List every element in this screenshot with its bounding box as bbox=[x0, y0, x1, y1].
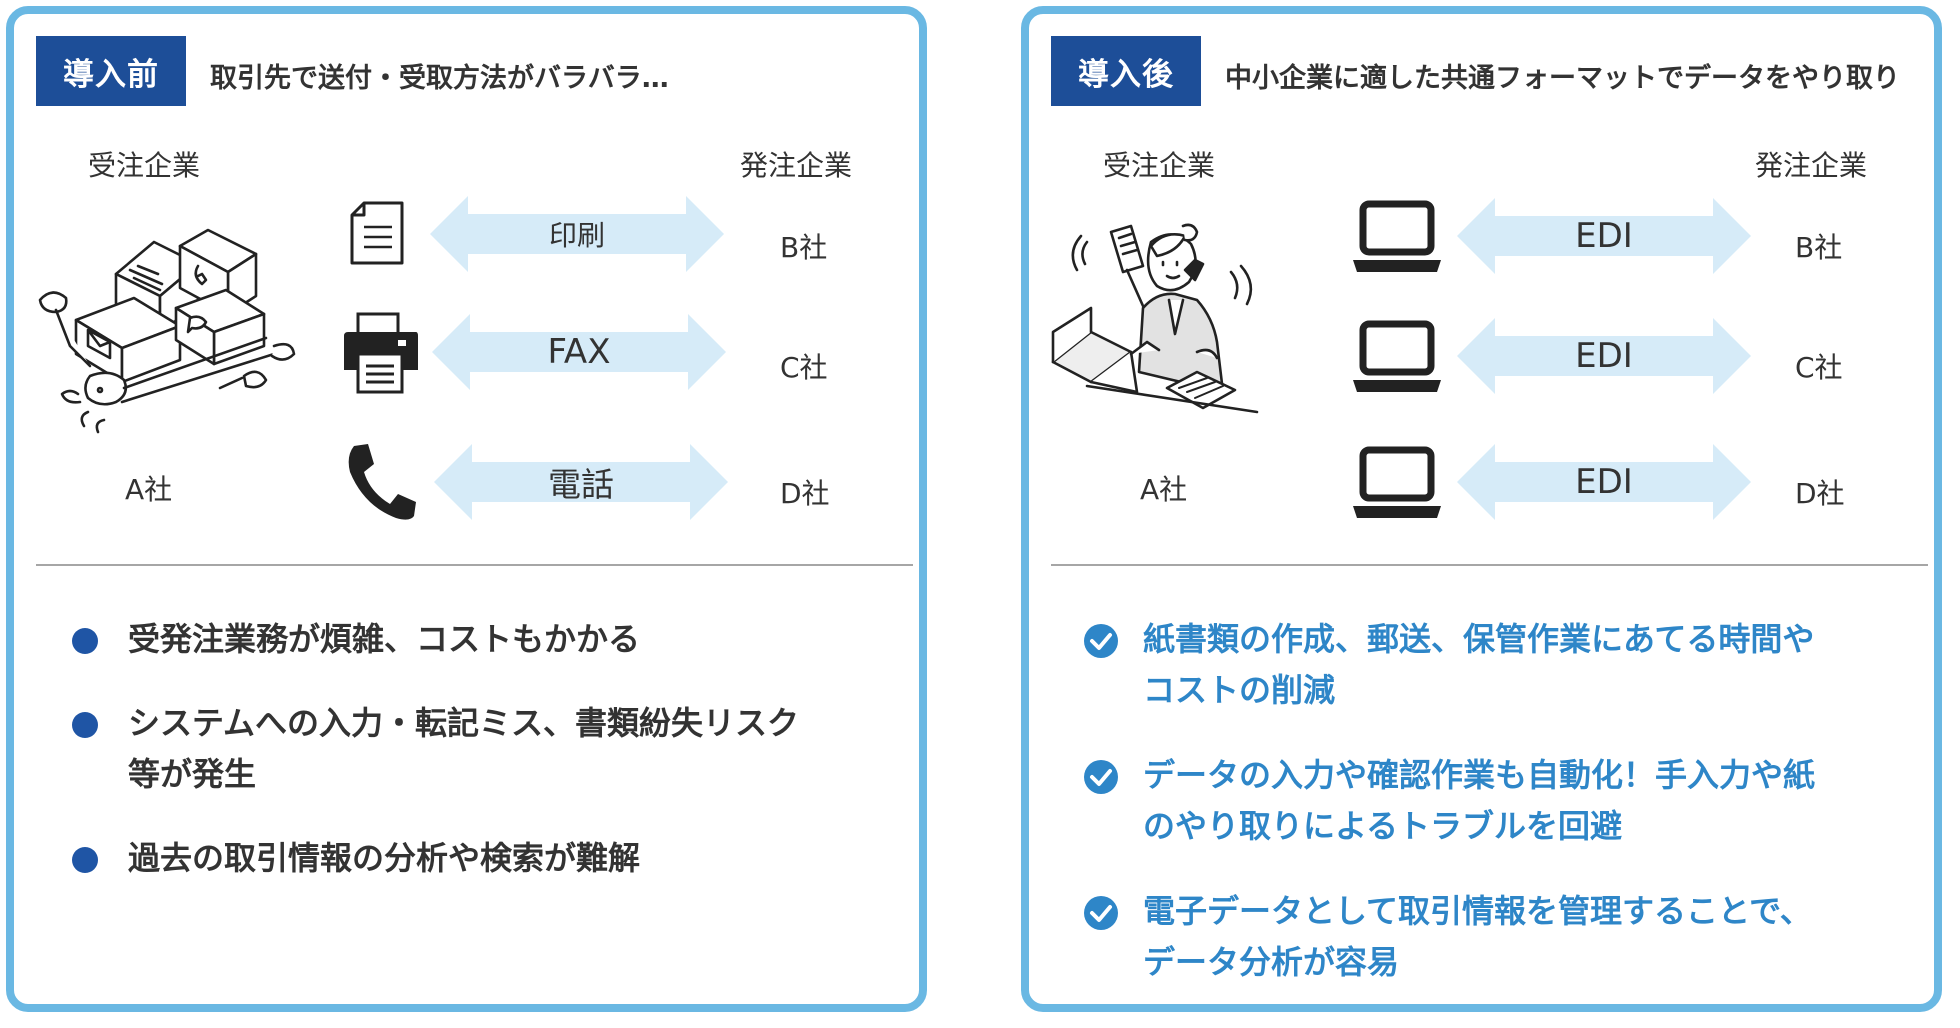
before-bullet-item: 過去の取引情報の分析や検索が難解 bbox=[64, 833, 904, 884]
phone-arrow: 電話 bbox=[434, 444, 728, 520]
laptop-icon bbox=[1351, 200, 1443, 280]
check-circle-icon bbox=[1084, 760, 1118, 794]
bullet-dot-icon bbox=[72, 847, 98, 873]
before-bullet-item: 受発注業務が煩雑、コストもかかる bbox=[64, 614, 904, 665]
after-bullet-item: 電子データとして取引情報を管理することで、 データ分析が容易 bbox=[1079, 886, 1919, 988]
bullet-dot-icon bbox=[72, 712, 98, 738]
company-c-label: C社 bbox=[780, 351, 828, 384]
after-divider bbox=[1051, 564, 1928, 566]
print-method-label: 印刷 bbox=[548, 219, 605, 252]
before-bullet-item: システムへの入力・転記ミス、書類紛失リスク 等が発生 bbox=[64, 698, 904, 800]
edi-arrow: EDI bbox=[1457, 198, 1751, 274]
company-b-label: B社 bbox=[780, 231, 828, 264]
phone-icon bbox=[344, 442, 420, 526]
before-bullet-list: 受発注業務が煩雑、コストもかかる システムへの入力・転記ミス、書類紛失リスク 等… bbox=[64, 614, 904, 884]
check-circle-icon bbox=[1084, 624, 1118, 658]
company-c-label: C社 bbox=[1795, 351, 1843, 384]
company-d-label: D社 bbox=[780, 477, 830, 510]
after-badge: 導入後 bbox=[1051, 36, 1201, 106]
after-header: 中小企業に適した共通フォーマットでデータをやり取り bbox=[1225, 63, 1900, 94]
document-icon bbox=[350, 201, 404, 269]
company-d-label: D社 bbox=[1795, 477, 1845, 510]
fax-arrow: FAX bbox=[432, 314, 726, 390]
after-panel: 導入後 中小企業に適した共通フォーマットでデータをやり取り 受注企業 発注企業 bbox=[1021, 6, 1942, 1012]
company-a-label: A社 bbox=[1140, 473, 1188, 506]
receiver-label: 受注企業 bbox=[1103, 149, 1216, 182]
before-panel: 導入前 取引先で送付・受取方法がバラバラ… 受注企業 発注企業 bbox=[6, 6, 927, 1012]
check-circle-icon bbox=[1084, 896, 1118, 930]
sender-label: 発注企業 bbox=[740, 149, 853, 182]
after-bullet-item: データの入力や確認作業も自動化！手入力や紙 のやり取りによるトラブルを回避 bbox=[1079, 750, 1919, 852]
company-a-label: A社 bbox=[125, 473, 173, 506]
laptop-icon bbox=[1351, 446, 1443, 526]
receiver-label: 受注企業 bbox=[88, 149, 201, 182]
worker-at-laptop-illustration bbox=[1047, 222, 1277, 446]
before-badge: 導入前 bbox=[36, 36, 186, 106]
before-header: 取引先で送付・受取方法がバラバラ… bbox=[210, 63, 669, 94]
phone-method-label: 電話 bbox=[548, 465, 614, 504]
print-arrow: 印刷 bbox=[430, 196, 724, 272]
before-divider bbox=[36, 564, 913, 566]
after-bullet-list: 紙書類の作成、郵送、保管作業にあてる時間や コストの削減 データの入力や確認作業… bbox=[1079, 614, 1919, 988]
sender-label: 発注企業 bbox=[1755, 149, 1868, 182]
edi-method-label: EDI bbox=[1575, 216, 1633, 256]
fax-icon bbox=[340, 312, 420, 398]
edi-arrow: EDI bbox=[1457, 444, 1751, 520]
bullet-dot-icon bbox=[72, 628, 98, 654]
company-b-label: B社 bbox=[1795, 231, 1843, 264]
edi-arrow: EDI bbox=[1457, 318, 1751, 394]
fax-method-label: FAX bbox=[547, 332, 611, 372]
edi-method-label: EDI bbox=[1575, 462, 1633, 502]
laptop-icon bbox=[1351, 320, 1443, 400]
after-bullet-item: 紙書類の作成、郵送、保管作業にあてる時間や コストの削減 bbox=[1079, 614, 1919, 716]
overwhelmed-worker-illustration bbox=[30, 226, 300, 460]
edi-method-label: EDI bbox=[1575, 336, 1633, 376]
